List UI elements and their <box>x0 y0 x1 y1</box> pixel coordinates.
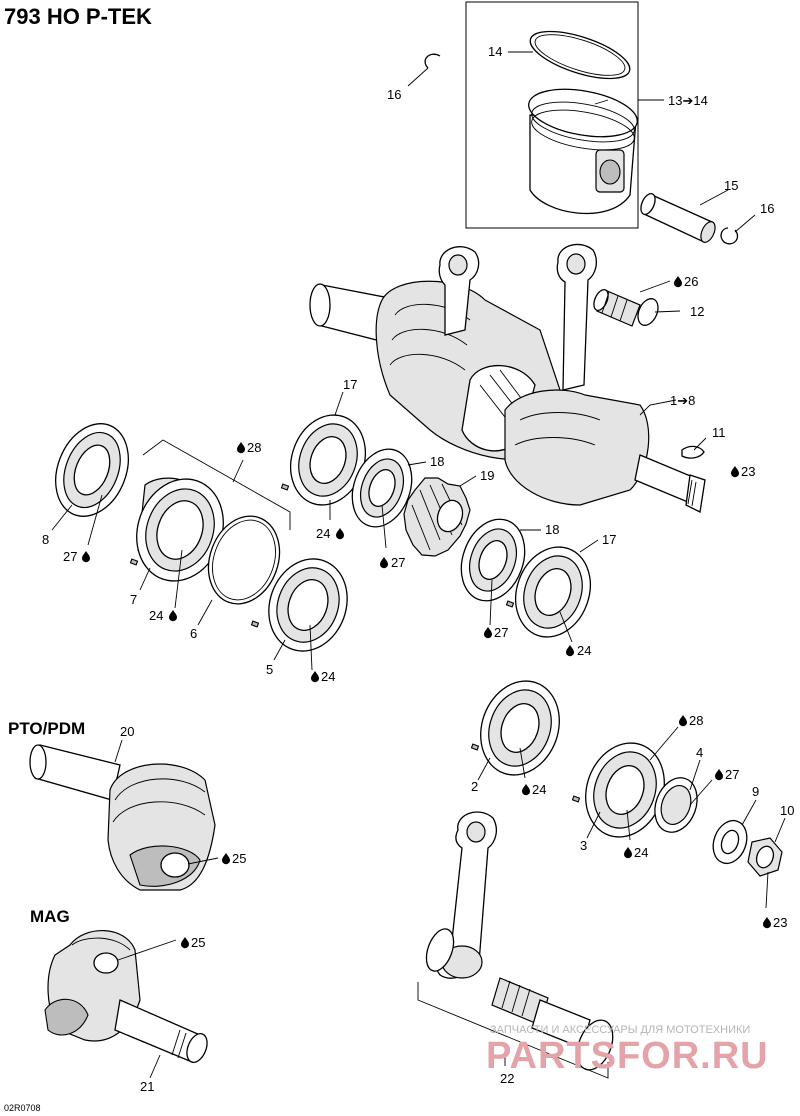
oil-drop-icon <box>222 853 230 865</box>
callout-5: 5 <box>266 662 273 677</box>
pto-crankshaft-half <box>29 744 216 891</box>
callout-23: 23 <box>741 464 755 479</box>
callout-6: 6 <box>190 626 197 641</box>
callout-18: 18 <box>545 522 559 537</box>
crankshaft-assembly <box>309 243 706 513</box>
oil-drop-icon <box>522 784 530 796</box>
bearing-group-bracket <box>142 439 291 530</box>
callout-25: 25 <box>232 851 246 866</box>
piston <box>528 88 638 215</box>
callout-27: 27 <box>725 767 739 782</box>
oil-drop-icon <box>169 610 177 622</box>
callout-20: 20 <box>120 724 134 739</box>
callout-16: 16 <box>760 201 774 216</box>
drive-gear <box>403 477 471 557</box>
watermark-logo: PARTSFOR.RU <box>486 1035 769 1077</box>
circlip-lower <box>720 227 739 245</box>
callout-21: 21 <box>140 1079 154 1094</box>
washer <box>712 819 748 865</box>
locating-ring <box>207 515 281 605</box>
oil-drop-icon <box>731 466 739 478</box>
oil-seal-18-upper <box>351 448 413 528</box>
ball-bearing-2 <box>470 680 560 776</box>
callout-18: 18 <box>430 454 444 469</box>
callout-11: 11 <box>712 425 726 440</box>
oil-drop-icon <box>181 937 189 949</box>
callout-10: 10 <box>780 803 794 818</box>
callout-28: 28 <box>247 440 261 455</box>
callout-13: 13➔14 <box>668 93 708 108</box>
callout-4: 4 <box>696 745 703 760</box>
oil-drop-icon <box>336 528 344 540</box>
oil-drop-icon <box>82 551 90 563</box>
callout-24: 24 <box>634 845 648 860</box>
callout-28: 28 <box>689 713 703 728</box>
ball-bearing-3 <box>571 742 665 838</box>
leader-lines <box>51 51 786 1079</box>
oil-drop-icon <box>679 715 687 727</box>
callout-24: 24 <box>577 643 591 658</box>
callout-24: 24 <box>149 608 163 623</box>
hex-nut <box>747 837 783 877</box>
oil-drop-icon <box>763 917 771 929</box>
piston-kit-frame <box>465 1 639 229</box>
ball-bearing-5 <box>250 558 348 652</box>
oil-seal-8 <box>55 423 129 517</box>
callout-26: 26 <box>684 274 698 289</box>
callout-16: 16 <box>387 87 401 102</box>
callout-2: 2 <box>471 779 478 794</box>
ball-bearing-17-upper <box>280 414 366 506</box>
oil-drop-icon <box>624 847 632 859</box>
callout-19: 19 <box>480 468 494 483</box>
callout-24: 24 <box>316 526 330 541</box>
callout-9: 9 <box>752 784 759 799</box>
callout-17: 17 <box>602 532 616 547</box>
callout-7: 7 <box>130 592 137 607</box>
drawing-code: 02R0708 <box>4 1103 41 1113</box>
watermark-caption: ЗАПЧАСТИ И АКСЕССУАРЫ ДЛЯ МОТОТЕХНИКИ <box>490 1024 750 1036</box>
callout-27: 27 <box>391 555 405 570</box>
thrust-washer <box>637 298 659 326</box>
callouts: 14 13➔14 16 15 16 26 12 1➔8 11 23 17 28 … <box>42 44 794 1094</box>
section-label-pto: PTO/PDM <box>8 719 85 738</box>
callout-25: 25 <box>191 935 205 950</box>
callout-3: 3 <box>580 838 587 853</box>
oil-drop-icon <box>237 442 245 454</box>
callout-24: 24 <box>532 782 546 797</box>
mag-crankshaft-half <box>44 930 208 1063</box>
diagram-title: 793 HO P-TEK <box>4 4 152 29</box>
oil-drop-icon <box>311 671 319 683</box>
piston-pin <box>640 193 716 243</box>
oil-drop-icon <box>380 557 388 569</box>
oil-seal-18-lower <box>460 518 526 602</box>
connecting-rod-kit <box>417 811 614 1079</box>
oil-drop-icon <box>484 627 492 639</box>
callout-17: 17 <box>343 377 357 392</box>
callout-23: 23 <box>773 915 787 930</box>
callout-24: 24 <box>321 669 335 684</box>
oil-seal-4 <box>654 777 698 833</box>
oil-drop-icon <box>674 276 682 288</box>
needle-bearing <box>593 289 641 327</box>
callout-1: 1➔8 <box>670 393 695 408</box>
oil-drop-icon <box>566 645 574 657</box>
callout-22: 22 <box>500 1071 514 1086</box>
callout-8: 8 <box>42 532 49 547</box>
circlip-upper <box>424 53 441 69</box>
ball-bearing-7 <box>129 477 224 582</box>
oil-drop-icon <box>715 769 723 781</box>
callout-15: 15 <box>724 178 738 193</box>
callout-14: 14 <box>488 44 502 59</box>
woodruff-key <box>681 445 705 459</box>
callout-27: 27 <box>494 625 508 640</box>
callout-12: 12 <box>690 304 704 319</box>
piston-ring <box>529 30 631 80</box>
ball-bearing-17-lower <box>505 546 591 638</box>
callout-27: 27 <box>63 549 77 564</box>
section-label-mag: MAG <box>30 907 70 926</box>
